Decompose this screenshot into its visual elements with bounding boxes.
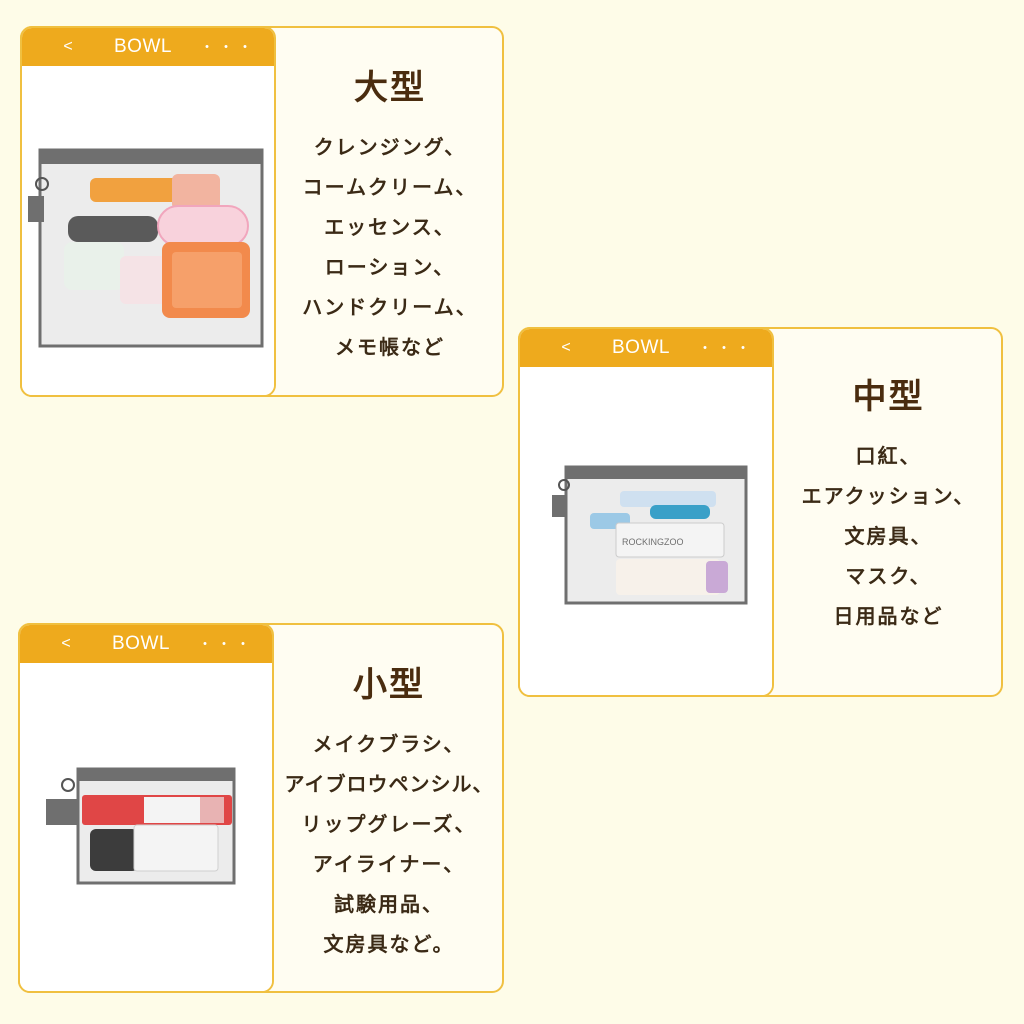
back-icon[interactable]: < [61,635,71,652]
card-text: 大型 クレンジング、 コームクリーム、 エッセンス、 ローション、 ハンドクリー… [278,28,502,395]
brand-label: BOWL [612,337,670,358]
usage-list: メイクブラシ、 アイブロウペンシル、 リップグレーズ、 アイライナー、 試験用品… [276,724,502,964]
card-small: < BOWL ・・・ 小型 メイクブラシ、 アイブロウペンシル、 リップ [18,623,504,993]
usage-item: 日用品など [833,604,944,628]
product-photo: ROCKINGZOO [520,367,772,695]
product-photo [22,66,274,395]
phone-mockup: < BOWL ・・・ [18,623,274,993]
back-icon[interactable]: < [561,339,571,356]
size-title: 中型 [852,377,925,417]
mesh-pouch-medium-image: ROCKINGZOO [520,367,772,695]
usage-item: メイクブラシ、 [312,732,466,756]
usage-list: クレンジング、 コームクリーム、 エッセンス、 ローション、 ハンドクリーム、 … [278,127,502,367]
mesh-pouch-large-image [22,66,274,395]
product-photo [20,663,272,991]
card-text: 小型 メイクブラシ、 アイブロウペンシル、 リップグレーズ、 アイライナー、 試… [276,625,502,991]
size-title: 小型 [353,665,425,705]
usage-item: コームクリーム、 [302,175,478,199]
usage-item: 口紅、 [855,444,922,468]
size-title: 大型 [354,68,426,108]
phone-mockup: < BOWL ・・・ [20,26,276,397]
usage-item: エアクッション、 [801,484,976,508]
back-icon[interactable]: < [63,38,73,55]
usage-item: 試験用品、 [334,892,444,916]
usage-item: アイブロウペンシル、 [284,772,494,796]
usage-item: 文房具など。 [323,932,455,956]
phone-header: < BOWL ・・・ [20,625,272,663]
more-icon[interactable]: ・・・ [197,636,255,652]
usage-item: ハンドクリーム、 [302,295,478,319]
usage-item: リップグレーズ、 [301,812,477,836]
usage-list: 口紅、 エアクッション、 文房具、 マスク、 日用品など [776,436,1001,636]
card-medium: < BOWL ・・・ ROCKINGZOO 中型 口紅、 [518,327,1003,697]
usage-item: 文房具、 [844,524,933,548]
brand-label: BOWL [112,633,170,654]
usage-item: アイライナー、 [312,852,466,876]
card-text: 中型 口紅、 エアクッション、 文房具、 マスク、 日用品など [776,329,1001,695]
brand-label: BOWL [114,36,172,57]
phone-header: < BOWL ・・・ [520,329,772,367]
usage-item: クレンジング、 [313,135,467,159]
product-brand-text: ROCKINGZOO [622,537,684,547]
usage-item: ローション、 [324,255,456,279]
more-icon[interactable]: ・・・ [697,340,755,356]
usage-item: エッセンス、 [324,215,456,239]
usage-item: マスク、 [845,564,932,588]
more-icon[interactable]: ・・・ [199,39,257,55]
usage-item: メモ帳など [335,335,445,359]
phone-mockup: < BOWL ・・・ ROCKINGZOO [518,327,774,697]
phone-header: < BOWL ・・・ [22,28,274,66]
card-large: < BOWL ・・・ [20,26,504,397]
mesh-pouch-small-image [20,663,272,991]
